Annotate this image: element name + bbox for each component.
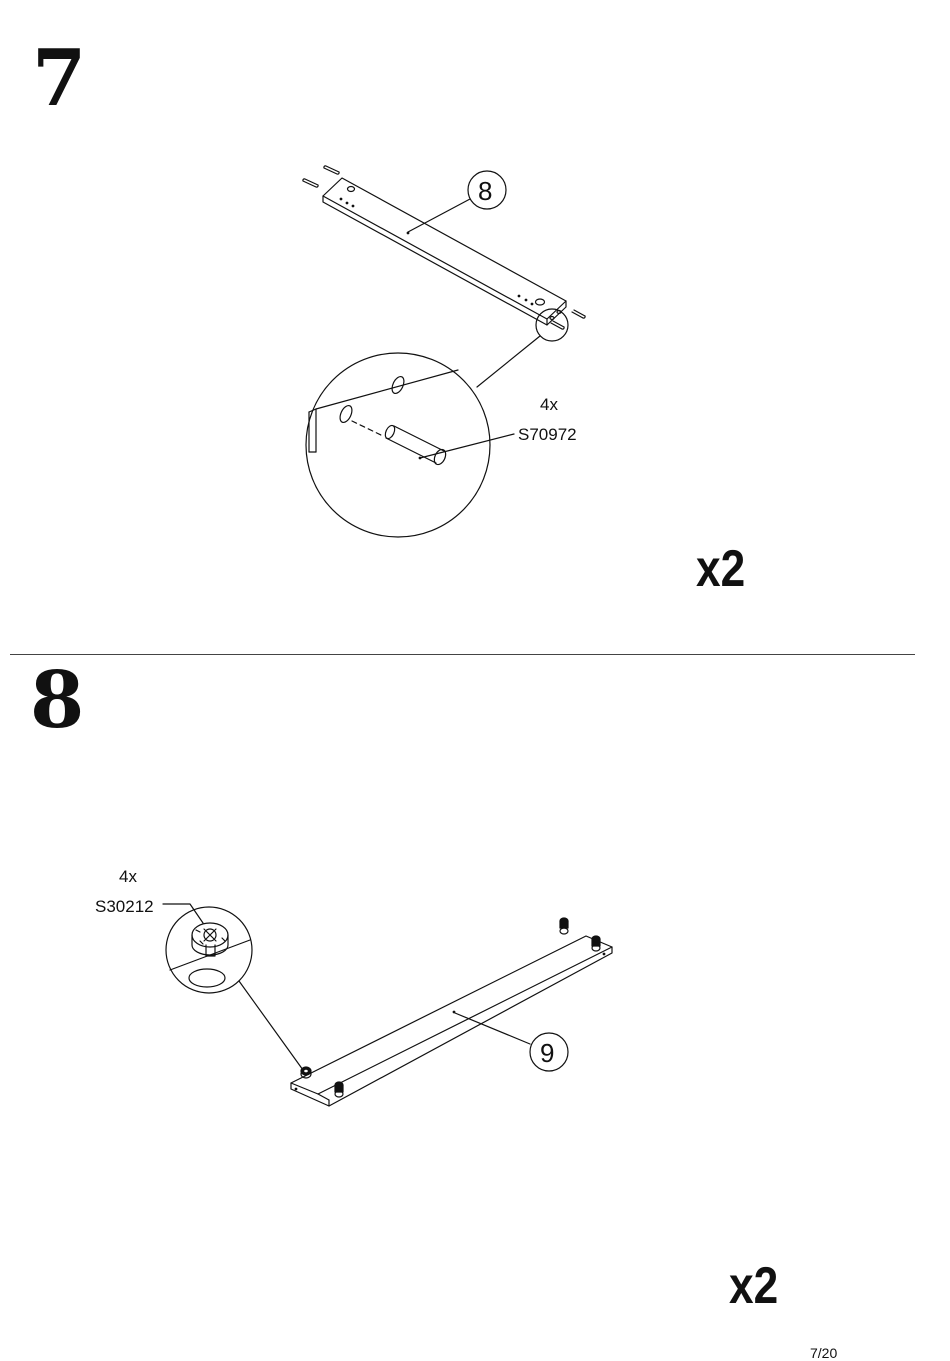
cam-lock-detail-view xyxy=(166,907,303,1070)
part-callout-number: 8 xyxy=(478,176,492,206)
board-9-illustration xyxy=(291,936,612,1106)
board-8-illustration xyxy=(323,178,566,325)
cam-lock-icon xyxy=(592,936,600,951)
dowel-icon xyxy=(303,166,339,187)
step-number: 8 xyxy=(30,662,84,740)
step-divider xyxy=(10,654,915,655)
hardware-code: S30212 xyxy=(95,898,154,915)
page-indicator: 7/20 xyxy=(810,1345,837,1361)
dowel-detail-view xyxy=(306,353,514,537)
cam-lock-icon xyxy=(560,918,568,934)
hardware-count: 4x xyxy=(119,868,137,885)
cam-lock-icon xyxy=(335,1082,343,1097)
part-callout-number: 9 xyxy=(540,1038,554,1068)
quantity-multiplier: x2 xyxy=(729,1260,778,1312)
